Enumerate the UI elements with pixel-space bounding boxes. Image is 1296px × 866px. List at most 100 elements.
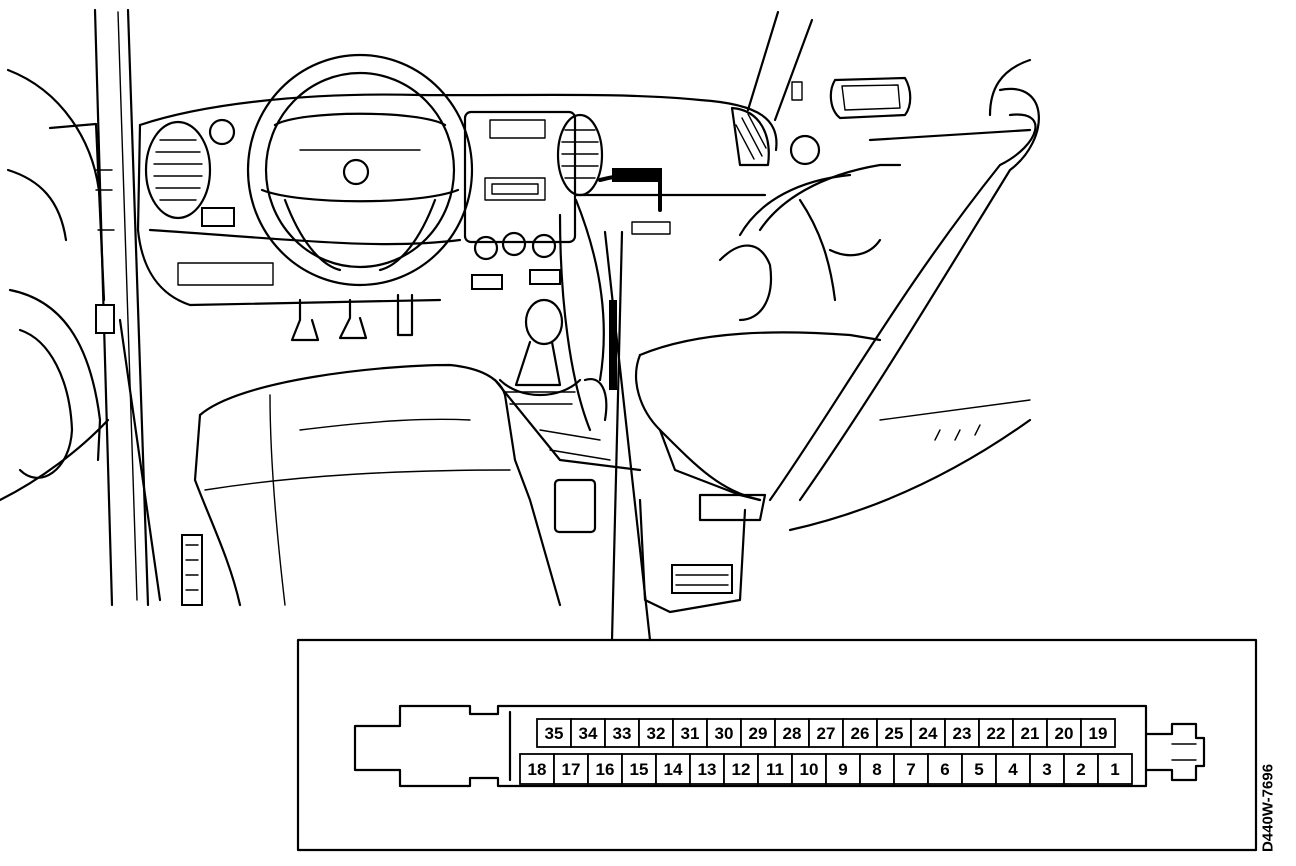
pin-19: 19 bbox=[1080, 718, 1116, 748]
pin-label: 33 bbox=[613, 724, 632, 743]
pin-cell bbox=[706, 718, 742, 748]
pin-26: 26 bbox=[842, 718, 878, 748]
diagnostic-connector bbox=[353, 704, 1206, 788]
pin-cell bbox=[859, 753, 895, 785]
pin-17: 17 bbox=[553, 753, 589, 785]
pin-label: 1 bbox=[1110, 760, 1119, 779]
pin-label: 35 bbox=[545, 724, 564, 743]
pin-label: 14 bbox=[664, 760, 683, 779]
pin-20: 20 bbox=[1046, 718, 1082, 748]
pin-11: 11 bbox=[757, 753, 793, 785]
pin-cell bbox=[808, 718, 844, 748]
pin-33: 33 bbox=[604, 718, 640, 748]
gear-lever bbox=[493, 298, 642, 472]
left-door bbox=[0, 8, 203, 607]
pin-label: 13 bbox=[698, 760, 717, 779]
pin-cell bbox=[927, 753, 963, 785]
pin-label: 5 bbox=[974, 760, 983, 779]
pin-label: 20 bbox=[1055, 724, 1074, 743]
pin-label: 10 bbox=[800, 760, 819, 779]
pin-cell bbox=[893, 753, 929, 785]
pin-cell bbox=[876, 718, 912, 748]
pin-7: 7 bbox=[893, 753, 929, 785]
pin-cell bbox=[621, 753, 657, 785]
pin-23: 23 bbox=[944, 718, 980, 748]
pin-label: 17 bbox=[562, 760, 581, 779]
pin-24: 24 bbox=[910, 718, 946, 748]
pin-label: 3 bbox=[1042, 760, 1051, 779]
pin-label: 21 bbox=[1021, 724, 1040, 743]
pin-25: 25 bbox=[876, 718, 912, 748]
steering-wheel bbox=[246, 53, 474, 287]
pin-21: 21 bbox=[1012, 718, 1048, 748]
pin-29: 29 bbox=[740, 718, 776, 748]
pin-label: 12 bbox=[732, 760, 751, 779]
pin-cell bbox=[791, 753, 827, 785]
pin-cell bbox=[825, 753, 861, 785]
pin-16: 16 bbox=[587, 753, 623, 785]
pin-label: 19 bbox=[1089, 724, 1108, 743]
pin-cell bbox=[944, 718, 980, 748]
pin-32: 32 bbox=[638, 718, 674, 748]
pin-35: 35 bbox=[536, 718, 572, 748]
pin-row-bottom: 18 17 16 15 14 13 12 11 10 9 8 7 6 5 4 3 2 1 bbox=[519, 753, 1133, 785]
pin-cell bbox=[723, 753, 759, 785]
pin-31: 31 bbox=[672, 718, 708, 748]
pin-label: 27 bbox=[817, 724, 836, 743]
pin-4: 4 bbox=[995, 753, 1031, 785]
pin-label: 29 bbox=[749, 724, 768, 743]
pin-5: 5 bbox=[961, 753, 997, 785]
pedals bbox=[290, 293, 414, 342]
pin-label: 11 bbox=[766, 760, 784, 779]
pin-label: 31 bbox=[681, 724, 700, 743]
pin-9: 9 bbox=[825, 753, 861, 785]
pin-label: 32 bbox=[647, 724, 666, 743]
pin-label: 24 bbox=[919, 724, 938, 743]
pin-label: 15 bbox=[630, 760, 649, 779]
pin-cell bbox=[740, 718, 776, 748]
pin-label: 25 bbox=[885, 724, 904, 743]
pin-label: 18 bbox=[528, 760, 547, 779]
pin-label: 16 bbox=[596, 760, 615, 779]
pin-15: 15 bbox=[621, 753, 657, 785]
pin-label: 34 bbox=[579, 724, 598, 743]
pin-cell bbox=[995, 753, 1031, 785]
pin-label: 6 bbox=[940, 760, 949, 779]
pin-cell bbox=[910, 718, 946, 748]
pin-cell bbox=[519, 753, 555, 785]
passenger-seat bbox=[635, 87, 1040, 614]
pin-30: 30 bbox=[706, 718, 742, 748]
pin-label: 28 bbox=[783, 724, 802, 743]
pin-cell bbox=[1097, 753, 1133, 785]
pin-8: 8 bbox=[859, 753, 895, 785]
pin-label: 9 bbox=[838, 760, 847, 779]
pin-cell bbox=[1012, 718, 1048, 748]
pin-34: 34 bbox=[570, 718, 606, 748]
pin-27: 27 bbox=[808, 718, 844, 748]
pin-18: 18 bbox=[519, 753, 555, 785]
pin-22: 22 bbox=[978, 718, 1014, 748]
pin-label: 2 bbox=[1076, 760, 1085, 779]
pin-label: 23 bbox=[953, 724, 972, 743]
right-door bbox=[718, 10, 1032, 322]
pin-14: 14 bbox=[655, 753, 691, 785]
pin-1: 1 bbox=[1097, 753, 1133, 785]
pin-label: 22 bbox=[987, 724, 1006, 743]
pin-cell bbox=[655, 753, 691, 785]
detail-inset-frame bbox=[296, 638, 1258, 852]
pin-2: 2 bbox=[1063, 753, 1099, 785]
pin-row-top: 35 34 33 32 31 30 29 28 27 26 25 24 23 22 21 20 19 bbox=[536, 718, 1116, 748]
pin-label: 4 bbox=[1008, 760, 1018, 779]
pin-3: 3 bbox=[1029, 753, 1065, 785]
pin-label: 30 bbox=[715, 724, 734, 743]
pin-cell bbox=[604, 718, 640, 748]
dashboard bbox=[136, 93, 821, 432]
pin-10: 10 bbox=[791, 753, 827, 785]
pin-6: 6 bbox=[927, 753, 963, 785]
pin-cell bbox=[774, 718, 810, 748]
figure-reference-code: D440W-7696 bbox=[1259, 763, 1277, 853]
pin-label: 8 bbox=[872, 760, 881, 779]
pin-label: 7 bbox=[906, 760, 915, 779]
pin-cell bbox=[587, 753, 623, 785]
